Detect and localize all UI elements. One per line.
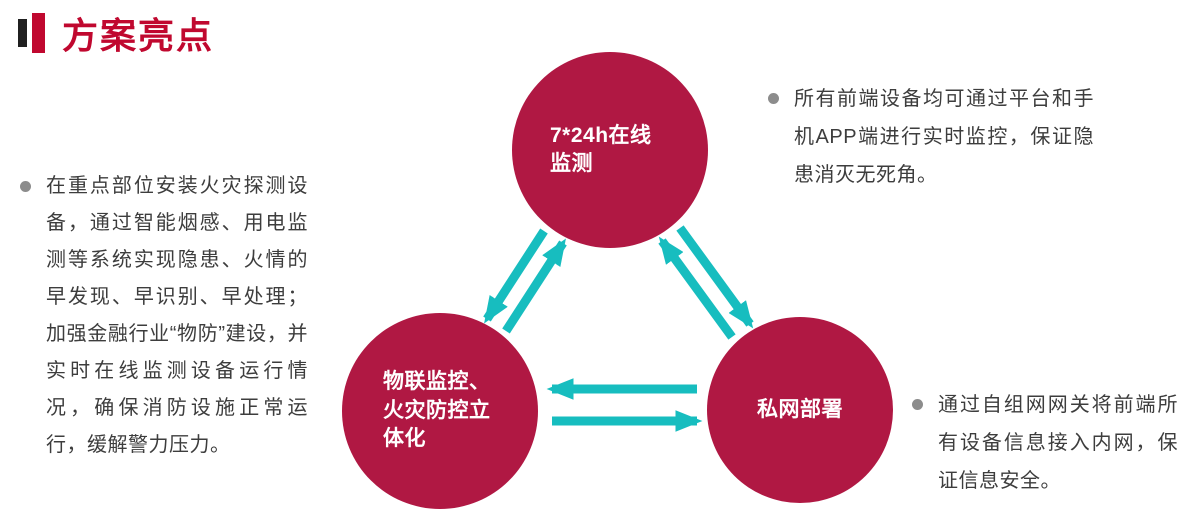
node-online-monitoring-label: 7*24h在线监测 — [550, 123, 652, 175]
bullet-dot-icon — [768, 93, 779, 104]
bullet-intranet-access: 通过自组网网关将前端所有设备信息接入内网，保证信息安全。 — [912, 386, 1178, 500]
node-iot-fire-prevention: 物联监控、火灾防控立体化 — [342, 313, 538, 509]
page-header: 方案亮点 — [18, 10, 214, 56]
arrow-top-to-bottomleft-icon — [483, 228, 548, 324]
bullet-dot-icon — [20, 181, 31, 192]
bullet-realtime-monitoring: 所有前端设备均可通过平台和手机APP端进行实时监控，保证隐患消灭无死角。 — [768, 80, 1094, 194]
bullet-fire-detection: 在重点部位安装火灾探测设备，通过智能烟感、用电监测等系统实现隐患、火情的早发现、… — [20, 168, 308, 464]
bullet-intranet-access-text: 通过自组网网关将前端所有设备信息接入内网，保证信息安全。 — [938, 394, 1178, 492]
page-title: 方案亮点 — [62, 15, 215, 56]
title-accent-dark-bar — [18, 19, 27, 47]
arrow-top-to-bottomright-icon — [676, 225, 754, 329]
node-private-network: 私网部署 — [707, 317, 893, 503]
bullet-fire-detection-text: 在重点部位安装火灾探测设备，通过智能烟感、用电监测等系统实现隐患、火情的早发现、… — [46, 175, 308, 456]
title-accent-red-bar — [32, 13, 45, 53]
bullet-realtime-monitoring-text: 所有前端设备均可通过平台和手机APP端进行实时监控，保证隐患消灭无死角。 — [794, 88, 1094, 186]
node-iot-fire-prevention-label: 物联监控、火灾防控立体化 — [383, 370, 491, 451]
arrow-bottomleft-to-top-icon — [502, 238, 567, 334]
node-online-monitoring: 7*24h在线监测 — [512, 52, 708, 248]
bullet-dot-icon — [912, 399, 923, 410]
arrow-bottomright-to-top-icon — [658, 236, 736, 340]
node-private-network-label: 私网部署 — [757, 397, 843, 421]
